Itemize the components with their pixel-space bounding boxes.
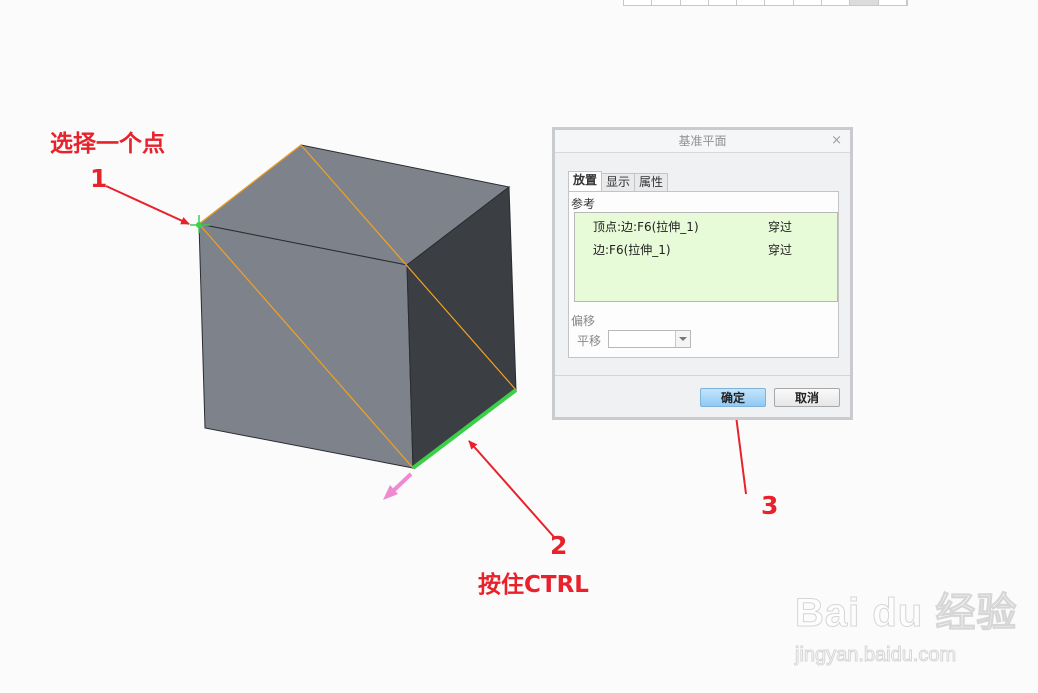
annotation-arrow-1 [105,185,190,225]
toolbar-cell[interactable] [709,0,738,5]
toolbar-cell[interactable] [879,0,907,5]
toolbar-cell[interactable] [652,0,681,5]
baidu-watermark: Bai du 经验 jingyan.baidu.com [794,580,1018,667]
step1-number: 1 [90,164,108,193]
ok-button[interactable]: 确定 [700,388,766,407]
toolbar-cell[interactable] [850,0,879,5]
reference-constraint[interactable]: 穿过 [768,220,793,234]
close-icon[interactable]: × [831,133,842,148]
toolbar-cell[interactable] [624,0,653,5]
reference-row[interactable]: 顶点:边:F6(拉伸_1) 穿过 [593,218,792,235]
watermark-url: jingyan.baidu.com [794,644,957,667]
cube-model[interactable] [197,144,517,469]
annotation-arrow-2 [468,440,555,538]
translation-select[interactable] [608,330,691,348]
step2-title: 按住CTRL [478,572,589,598]
offset-label: 偏移 [571,314,596,328]
reference-item: 顶点:边:F6(拉伸_1) [593,220,699,234]
reference-constraint[interactable]: 穿过 [768,243,793,257]
normal-direction-arrow-icon[interactable] [383,472,413,500]
selected-vertex-icon[interactable] [190,215,210,233]
toolbar-cell[interactable] [822,0,851,5]
divider [555,375,850,376]
datum-plane-dialog: 基准平面 × 放置 显示 属性 参考 顶点:边:F6(拉伸_1) 穿过 边:F6… [552,127,853,420]
toolbar-cell[interactable] [681,0,709,5]
dialog-title-bar[interactable]: 基准平面 × [555,130,850,153]
dialog-title: 基准平面 [678,134,727,148]
step2-number: 2 [550,531,568,560]
translation-label: 平移 [577,334,602,348]
tab-properties[interactable]: 属性 [634,173,669,191]
chevron-down-icon[interactable] [675,331,690,347]
top-toolbar-strip [623,0,908,6]
datum-plane-preview [198,144,517,469]
toolbar-cell[interactable] [794,0,823,5]
dialog-tabs: 放置 显示 属性 [568,171,669,191]
reference-row[interactable]: 边:F6(拉伸_1) 穿过 [593,241,792,258]
references-label: 参考 [571,197,596,211]
tab-placement[interactable]: 放置 [568,171,603,191]
tab-display[interactable]: 显示 [601,173,636,191]
cancel-button[interactable]: 取消 [774,388,840,407]
toolbar-cell[interactable] [765,0,794,5]
placement-panel: 参考 顶点:边:F6(拉伸_1) 穿过 边:F6(拉伸_1) 穿过 偏移 平移 [568,191,839,358]
step1-title: 选择一个点 [50,131,165,157]
toolbar-cell[interactable] [737,0,766,5]
step3-number: 3 [761,491,779,520]
reference-item: 边:F6(拉伸_1) [593,243,671,257]
watermark-logo: Bai du 经验 [794,591,1018,636]
selected-edge[interactable] [411,388,518,470]
references-list[interactable]: 顶点:边:F6(拉伸_1) 穿过 边:F6(拉伸_1) 穿过 [574,212,838,302]
